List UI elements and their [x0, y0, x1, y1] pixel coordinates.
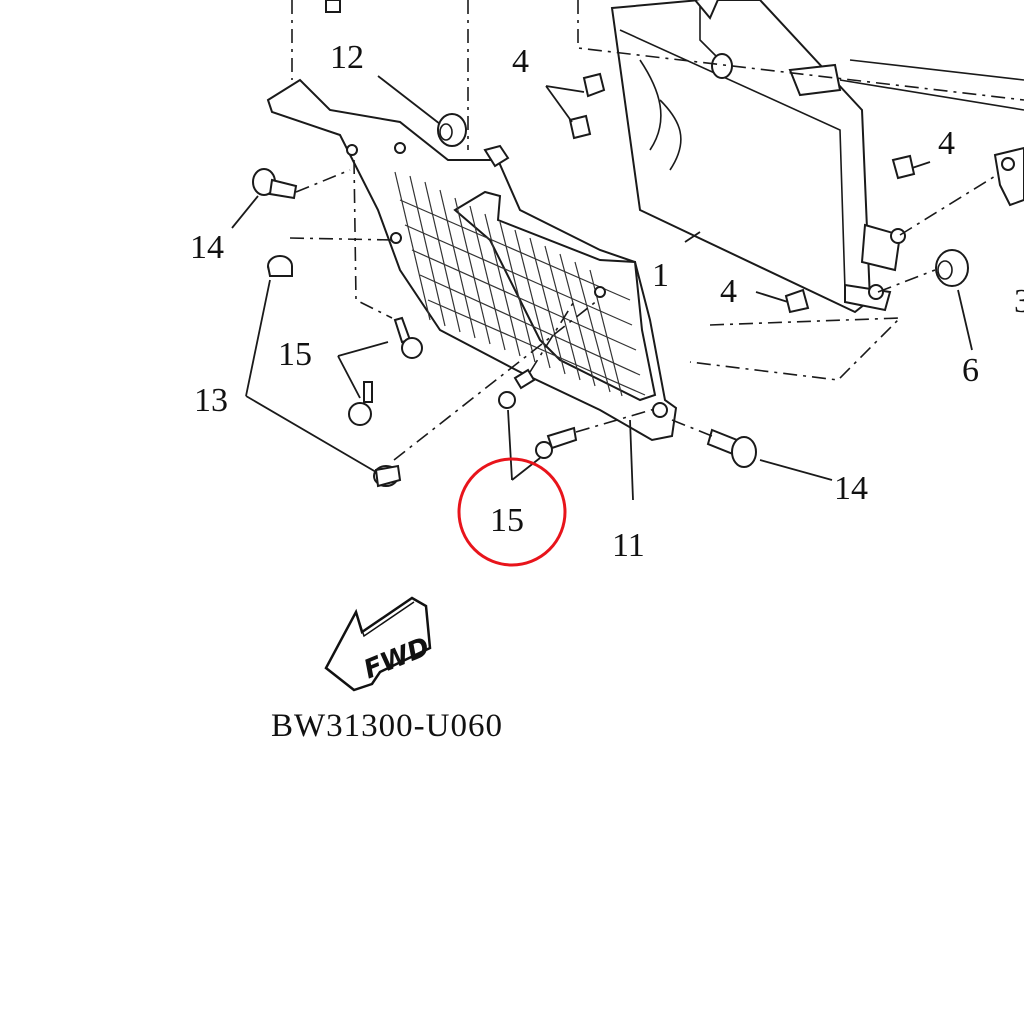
grommet-part-12 — [325, 0, 467, 147]
callout-15-highlighted: 15 — [490, 502, 524, 539]
assembly-line — [899, 169, 1006, 236]
collar-part-13-bottom — [373, 464, 402, 488]
grommet-part-6 — [935, 249, 969, 287]
callout-12: 12 — [330, 39, 364, 76]
assembly-line — [671, 419, 713, 437]
callout-4: 4 — [720, 273, 737, 310]
callout-13: 13 — [194, 382, 228, 419]
callout-14: 14 — [190, 229, 224, 266]
assembly-line — [353, 159, 393, 319]
bolt-part-14-right — [706, 428, 757, 468]
bracket-part-3 — [993, 146, 1024, 207]
assembly-line — [393, 299, 599, 461]
radiator-part — [610, 0, 1024, 314]
callout-4: 4 — [512, 43, 529, 80]
collar-part-13-top — [267, 255, 293, 277]
screw-part-15 — [348, 316, 578, 459]
assembly-line — [529, 299, 576, 373]
forward-direction-arrow: FWD — [324, 596, 434, 692]
assembly-line — [295, 169, 351, 193]
callout-15: 15 — [278, 336, 312, 373]
assembly-line — [289, 237, 395, 241]
callout-6: 6 — [962, 352, 979, 389]
callout-1: 1 — [652, 257, 669, 294]
callout-14: 14 — [834, 470, 868, 507]
radiator-cover-part — [266, 78, 678, 442]
callout-3: 3 — [1014, 283, 1024, 320]
callout-4: 4 — [938, 125, 955, 162]
diagram-code: BW31300-U060 — [271, 708, 503, 744]
assembly-line — [575, 407, 659, 433]
leader-lines — [231, 75, 973, 501]
callout-11: 11 — [612, 527, 645, 564]
assembly-line — [689, 317, 903, 381]
bolt-part-14-left — [252, 168, 298, 200]
highlight-circle — [457, 457, 567, 567]
assembly-line — [877, 269, 936, 293]
clip-nut-part-4 — [568, 72, 916, 314]
